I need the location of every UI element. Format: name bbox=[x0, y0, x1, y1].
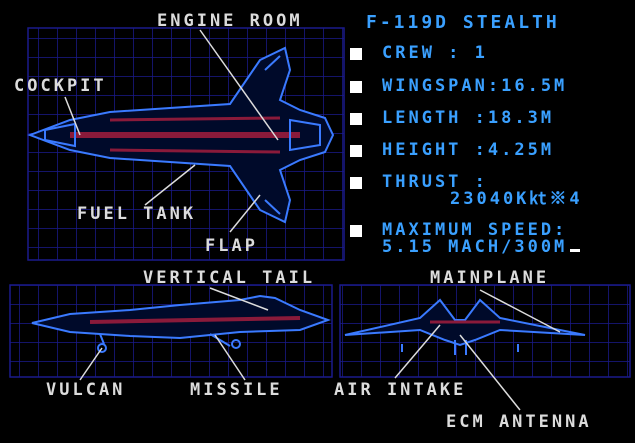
leader-lines bbox=[64, 29, 561, 411]
spec-crew-text: CREW : 1 bbox=[382, 43, 488, 63]
bullet-icon bbox=[350, 81, 362, 93]
spec-max-speed-text: MAXIMUM SPEED: bbox=[382, 220, 568, 240]
label-cockpit: COCKPIT bbox=[14, 76, 107, 96]
bullet-icon bbox=[350, 225, 362, 237]
spec-max-speed-value: 5.15 MACH/300M bbox=[382, 237, 568, 257]
spec-thrust-text: THRUST : bbox=[382, 172, 488, 192]
aircraft-title: F-119D STEALTH bbox=[366, 12, 560, 33]
spec-height-text: HEIGHT :4.25M bbox=[382, 140, 555, 160]
label-vertical-tail: VERTICAL TAIL bbox=[143, 268, 316, 288]
spec-length-text: LENGTH :18.3M bbox=[382, 108, 555, 128]
label-missile: MISSILE bbox=[190, 380, 283, 400]
top-view-aircraft bbox=[27, 46, 335, 224]
bullet-icon bbox=[350, 113, 362, 125]
label-vulcan: VULCAN bbox=[46, 380, 126, 400]
label-fuel-tank: FUEL TANK bbox=[77, 204, 197, 224]
spec-thrust-value: 23040K㏏※4 bbox=[450, 189, 583, 209]
text-cursor bbox=[570, 249, 581, 252]
spec-wingspan-text: WINGSPAN:16.5M bbox=[382, 76, 568, 96]
label-flap: FLAP bbox=[205, 236, 258, 256]
label-mainplane: MAINPLANE bbox=[430, 268, 550, 288]
label-engine-room: ENGINE ROOM bbox=[157, 11, 303, 31]
side-view-aircraft bbox=[31, 294, 331, 353]
bullet-icon bbox=[350, 177, 362, 189]
label-air-intake: AIR INTAKE bbox=[334, 380, 467, 400]
front-view-aircraft bbox=[344, 298, 586, 355]
bullet-icon bbox=[350, 48, 362, 60]
label-ecm-antenna: ECM ANTENNA bbox=[446, 412, 592, 432]
bullet-icon bbox=[350, 145, 362, 157]
